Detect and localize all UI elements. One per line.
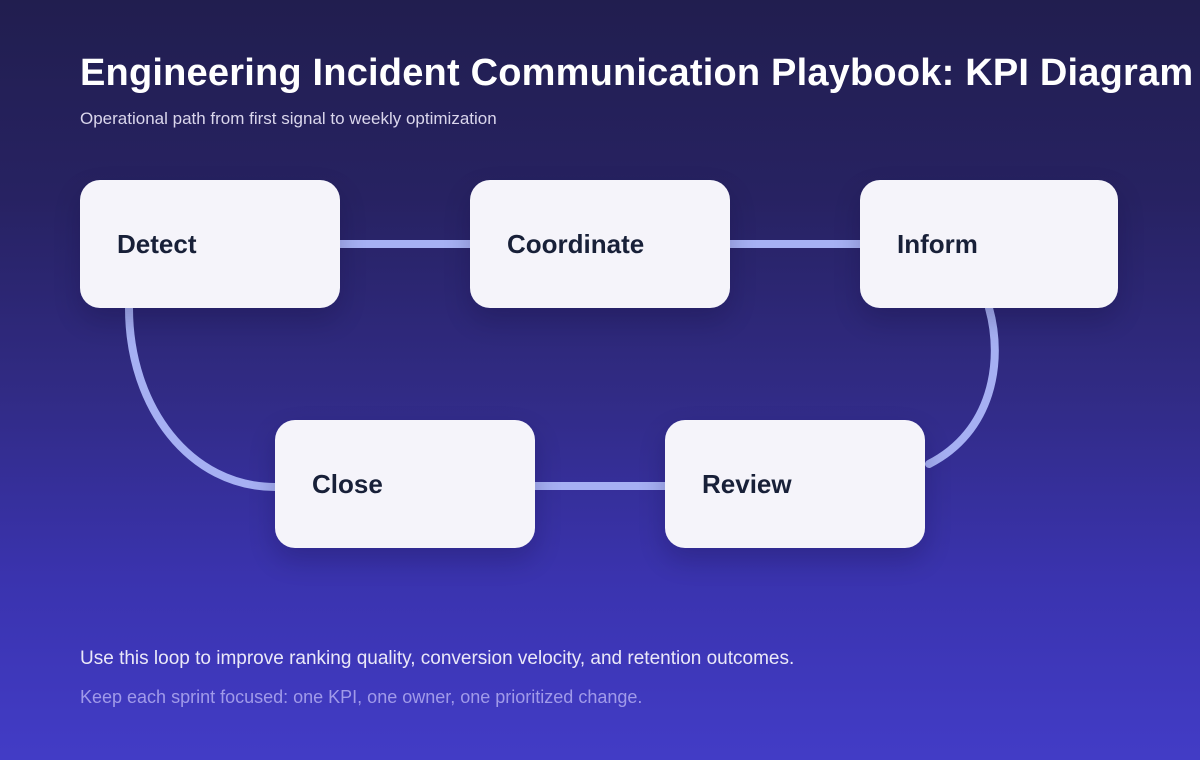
node-detect: Detect bbox=[80, 180, 340, 308]
page-title: Engineering Incident Communication Playb… bbox=[80, 52, 1194, 94]
node-inform-label: Inform bbox=[897, 228, 978, 259]
node-review: Review bbox=[665, 420, 925, 548]
page-header: Engineering Incident Communication Playb… bbox=[80, 52, 1200, 129]
node-coordinate: Coordinate bbox=[470, 180, 730, 308]
node-review-label: Review bbox=[702, 468, 792, 499]
node-coordinate-label: Coordinate bbox=[507, 228, 645, 259]
node-inform: Inform bbox=[860, 180, 1118, 308]
node-close-label: Close bbox=[312, 468, 383, 499]
page-footer: Use this loop to improve ranking quality… bbox=[80, 648, 1160, 708]
edge-inform-review bbox=[925, 304, 999, 468]
page-subtitle: Operational path from first signal to we… bbox=[80, 109, 497, 128]
footer-primary-line: Use this loop to improve ranking quality… bbox=[80, 648, 795, 669]
node-close: Close bbox=[275, 420, 535, 548]
edge-close-detect bbox=[125, 304, 279, 491]
footer-secondary-line: Keep each sprint focused: one KPI, one o… bbox=[80, 687, 643, 707]
node-detect-label: Detect bbox=[117, 228, 197, 259]
